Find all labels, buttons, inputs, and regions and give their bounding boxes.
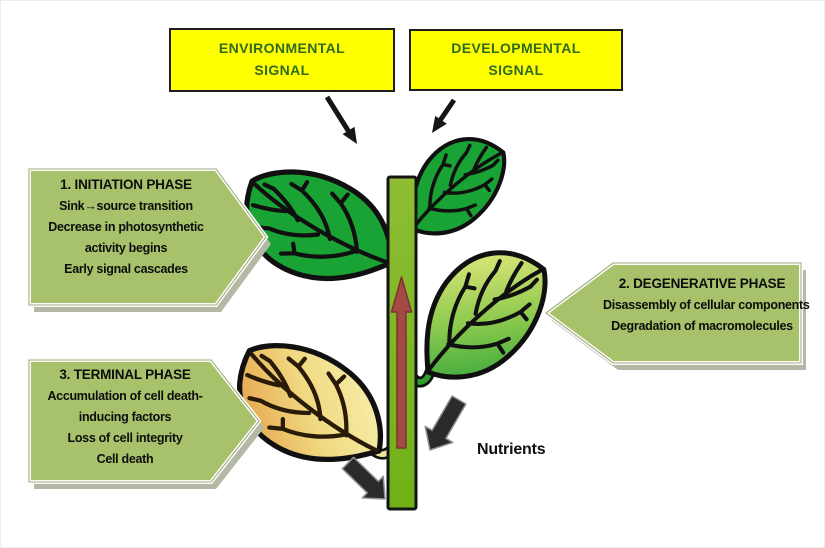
environmental-signal-label-line1: ENVIRONMENTAL <box>218 40 346 57</box>
phase-2-line: Disassembly of cellular components <box>603 298 810 312</box>
environmental-signal-arrow-icon <box>324 95 357 144</box>
phase-3-line: Loss of cell integrity <box>67 431 183 445</box>
phase-1-initiation-callout: 1. INITIATION PHASE Sink→source transiti… <box>21 163 277 315</box>
phase-3-line: Cell death <box>96 452 154 466</box>
phase-2-degenerative-callout: 2. DEGENERATIVE PHASE Disassembly of cel… <box>539 256 811 378</box>
nutrient-export-arrow-bottom-icon <box>341 456 386 500</box>
phase-1-line: activity begins <box>84 241 168 255</box>
phase-2-arrow-shape <box>542 261 806 370</box>
phase-1-title: 1. INITIATION PHASE <box>60 177 192 192</box>
phase-2-title: 2. DEGENERATIVE PHASE <box>618 276 786 291</box>
developmental-signal-arrow-icon <box>432 98 457 133</box>
phase-3-line: inducing factors <box>78 410 172 424</box>
phase-2-line: Degradation of macromolecules <box>611 319 793 333</box>
nutrient-flow-up-arrow-icon <box>390 276 413 449</box>
nutrient-export-arrow-right-icon <box>424 395 467 451</box>
developmental-signal-label-line2: SIGNAL <box>488 62 544 78</box>
phase-3-terminal-callout: 3. TERMINAL PHASE Accumulation of cell d… <box>21 353 273 495</box>
developmental-signal-label-line1: DEVELOPMENTAL <box>451 40 581 57</box>
phase-3-arrow-shape <box>27 358 264 489</box>
developmental-signal-box: DEVELOPMENTAL SIGNAL <box>409 29 623 91</box>
phase-3-line: Accumulation of cell death- <box>47 389 203 403</box>
environmental-signal-box: ENVIRONMENTAL SIGNAL <box>169 28 395 92</box>
phase-1-line: Sink→source transition <box>59 199 193 213</box>
environmental-signal-label-line2: SIGNAL <box>254 62 310 78</box>
phase-1-arrow-shape <box>27 167 271 312</box>
phase-3-title: 3. TERMINAL PHASE <box>59 367 191 382</box>
phase-1-line: Early signal cascades <box>64 262 188 276</box>
nutrients-label: Nutrients <box>477 441 546 458</box>
phase-1-line: Decrease in photosynthetic <box>48 220 204 234</box>
